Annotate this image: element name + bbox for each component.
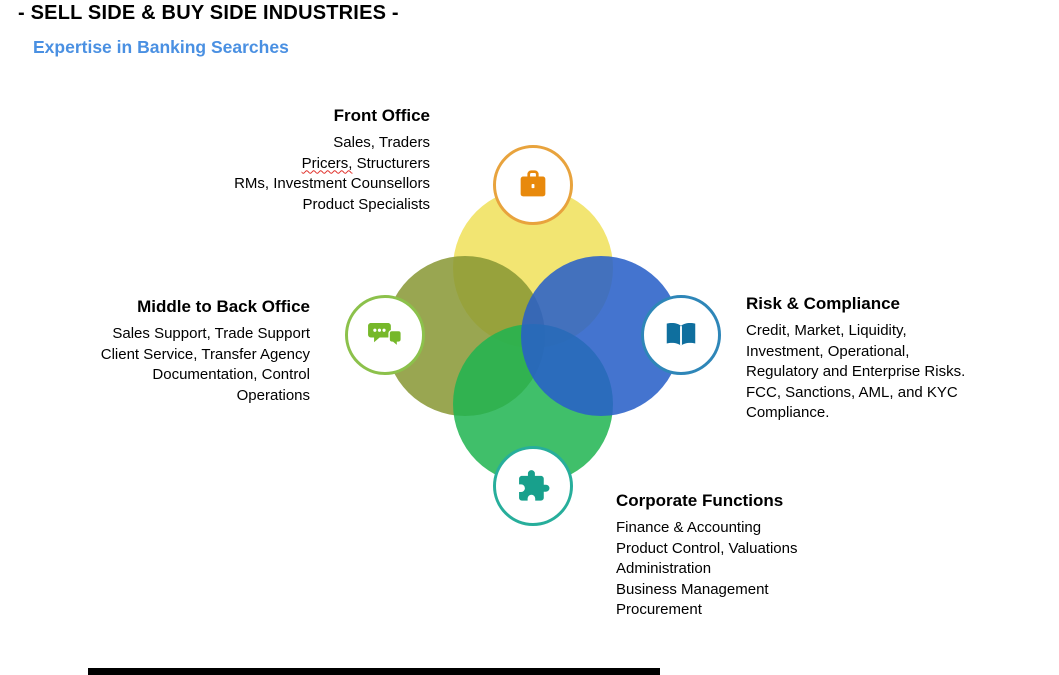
middle-back-office-block: Middle to Back Office Sales Support, Tra… (10, 297, 310, 406)
corporate-functions-line: Finance & Accounting (616, 519, 762, 536)
corporate-functions-title: Corporate Functions (616, 491, 784, 510)
middle-back-office-title: Middle to Back Office (137, 297, 310, 316)
front-office-line: Pricers, Structurers (100, 154, 430, 175)
front-office-line: RMs, Investment Counsellors (234, 175, 430, 192)
front-office-badge (493, 145, 573, 225)
chat-bubbles-icon (366, 316, 404, 354)
risk-compliance-line: Investment, Operational, (746, 342, 910, 360)
front-office-line: Sales, Traders (333, 134, 430, 151)
corporate-functions-block: Corporate Functions Finance & Accounting… (616, 491, 906, 621)
puzzle-icon (514, 467, 552, 505)
risk-compliance-block: Risk & Compliance Credit, Market, Liquid… (746, 294, 1026, 424)
risk-compliance-badge (641, 295, 721, 375)
risk-compliance-line: FCC, Sanctions, AML, and KYC (746, 383, 958, 401)
page-subtitle: Expertise in Banking Searches (33, 37, 289, 57)
open-book-icon (662, 316, 700, 354)
risk-compliance-line: Regulatory and Enterprise Risks. (746, 363, 966, 380)
front-office-block: Front Office Sales, Traders Pricers, Str… (100, 106, 430, 215)
middle-back-office-line: Documentation, Control (152, 366, 310, 383)
risk-compliance-line: Credit, Market, Liquidity, (746, 322, 907, 339)
middle-back-office-badge (345, 295, 425, 375)
middle-back-office-line: Operations (236, 386, 310, 404)
corporate-functions-line: Product Control, Valuations (616, 539, 798, 557)
middle-back-office-line: Client Service, Transfer Agency (100, 345, 310, 363)
footer-bar (88, 668, 660, 675)
corporate-functions-line: Procurement (616, 601, 702, 618)
risk-compliance-line: Compliance. (746, 404, 830, 421)
corporate-functions-line: Administration (616, 560, 712, 577)
briefcase-icon (514, 166, 552, 204)
front-office-line: Product Specialists (302, 195, 430, 213)
misspelled-word: Pricers, (301, 154, 353, 172)
corporate-functions-line: Business Management (616, 580, 769, 598)
front-office-title: Front Office (333, 106, 430, 125)
front-office-line-rest: Structurers (352, 154, 430, 172)
page-title: - SELL SIDE & BUY SIDE INDUSTRIES - (18, 2, 399, 24)
middle-back-office-line: Sales Support, Trade Support (112, 325, 310, 342)
corporate-functions-badge (493, 446, 573, 526)
risk-compliance-title: Risk & Compliance (746, 294, 900, 313)
